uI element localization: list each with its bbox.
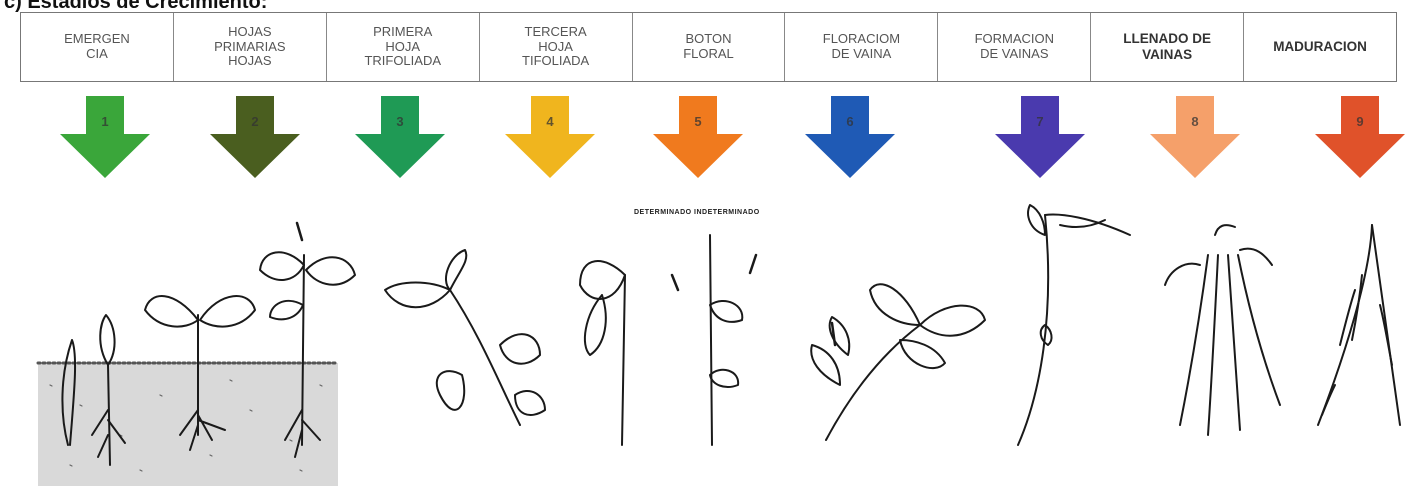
- pod-filling-plant-icon: [1165, 225, 1280, 435]
- stage-cell-7: FORMACION DE VAINAS: [938, 13, 1091, 81]
- stage-cell-4: TERCERA HOJA TIFOLIADA: [480, 13, 633, 81]
- maturation-plant-icon: [1318, 225, 1400, 425]
- pod-formation-plant-icon: [1018, 205, 1130, 445]
- stage-cell-3: PRIMERA HOJA TRIFOLIADA: [327, 13, 480, 81]
- stage-cell-6: FLORACIOM DE VAINA: [785, 13, 938, 81]
- stage-cell-2: HOJAS PRIMARIAS HOJAS: [174, 13, 327, 81]
- stage-cell-8: LLENADO DE VAINAS: [1091, 13, 1244, 81]
- stage-arrow-4-icon: 4: [505, 96, 595, 178]
- stage-cell-5: BOTON FLORAL: [633, 13, 786, 81]
- stage-arrow-3-icon: 3: [355, 96, 445, 178]
- stage-cell-9: MADURACION: [1244, 13, 1396, 81]
- stage-number-4: 4: [505, 114, 595, 129]
- stage-number-7: 7: [995, 114, 1085, 129]
- stage-number-3: 3: [355, 114, 445, 129]
- stage-number-9: 9: [1315, 114, 1405, 129]
- stage-arrow-9-icon: 9: [1315, 96, 1405, 178]
- stage-number-1: 1: [60, 114, 150, 129]
- stage-arrow-7-icon: 7: [995, 96, 1085, 178]
- stage-table: EMERGEN CIA HOJAS PRIMARIAS HOJAS PRIMER…: [20, 12, 1397, 82]
- stage-arrow-6-icon: 6: [805, 96, 895, 178]
- stage-number-2: 2: [210, 114, 300, 129]
- stage-arrow-8-icon: 8: [1150, 96, 1240, 178]
- third-trifoliate-plant-icon: [385, 250, 545, 425]
- stage-arrow-5-icon: 5: [653, 96, 743, 178]
- bean-growth-illustration: [0, 195, 1405, 486]
- stage-number-8: 8: [1150, 114, 1240, 129]
- flowering-plant-icon: [811, 284, 985, 440]
- flower-bud-plant-icon: [580, 235, 756, 445]
- stage-arrow-1-icon: 1: [60, 96, 150, 178]
- stage-cell-1: EMERGEN CIA: [21, 13, 174, 81]
- stage-number-5: 5: [653, 114, 743, 129]
- stage-number-6: 6: [805, 114, 895, 129]
- stage-arrow-2-icon: 2: [210, 96, 300, 178]
